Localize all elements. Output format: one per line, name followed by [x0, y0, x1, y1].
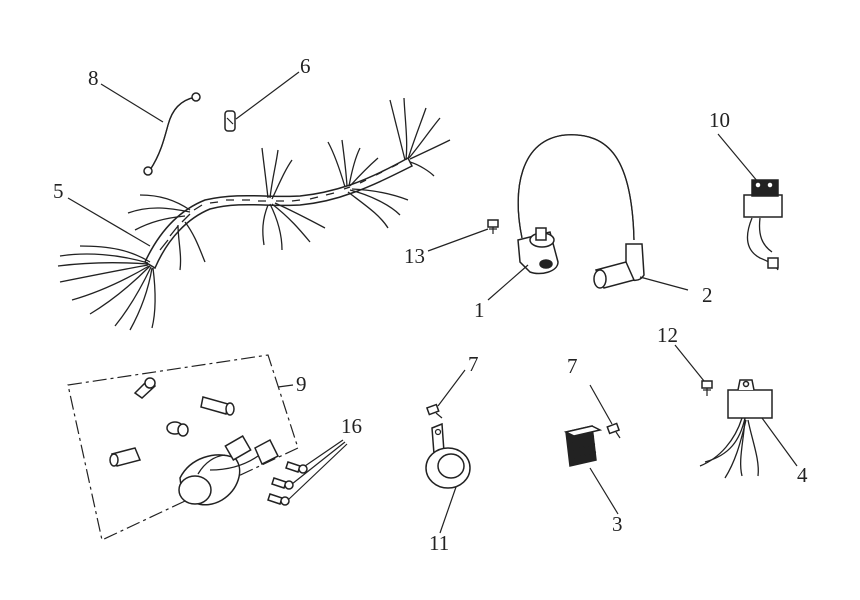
screws-16-part — [267, 461, 308, 506]
callout-5: 5 — [53, 179, 64, 203]
callout-9: 9 — [296, 372, 307, 396]
callout-16: 16 — [341, 414, 362, 438]
bolt-13-part — [487, 219, 499, 234]
cdi-unit-part — [699, 379, 773, 479]
spark-plug-cap-part — [593, 243, 645, 289]
callout-1: 1 — [474, 298, 485, 322]
bolt-7-left-part — [425, 403, 443, 419]
callout-7-right: 7 — [567, 354, 578, 378]
fuse-part — [224, 110, 236, 132]
ignition-coil-part — [517, 134, 635, 275]
ground-wire-part — [143, 92, 201, 176]
callout-10: 10 — [709, 108, 730, 132]
callout-12: 12 — [657, 323, 678, 347]
callout-3: 3 — [612, 512, 623, 536]
callout-2: 2 — [702, 283, 713, 307]
bolt-12-part — [701, 380, 713, 396]
callout-11: 11 — [429, 531, 449, 555]
wiring-harness-part — [57, 97, 451, 331]
callout-4: 4 — [797, 463, 808, 487]
callout-labels: 8 6 5 13 1 2 10 12 4 9 7 7 11 3 16 — [53, 54, 808, 555]
callout-6: 6 — [300, 54, 311, 78]
callout-7-left: 7 — [468, 352, 479, 376]
callout-8: 8 — [88, 66, 99, 90]
callout-13: 13 — [404, 244, 425, 268]
horn-part — [425, 422, 471, 489]
bolt-7-right-part — [606, 422, 621, 439]
ignition-switch-kit-part — [67, 354, 308, 541]
regulator-rectifier-part — [563, 425, 603, 467]
leader-lines — [67, 71, 798, 534]
starter-relay-part — [743, 179, 783, 271]
